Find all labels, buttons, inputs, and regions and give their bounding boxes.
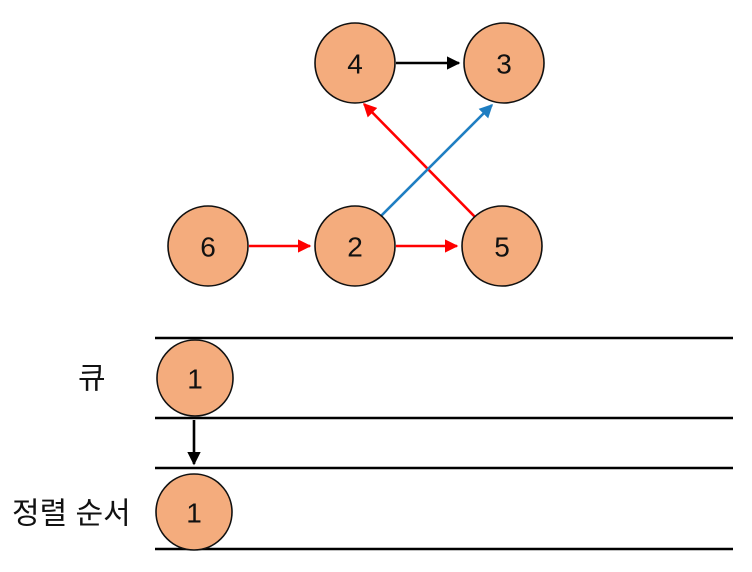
graph-node-4[interactable]: 4 <box>314 22 396 104</box>
graph-nodes: 4 3 6 2 5 <box>167 22 545 287</box>
graph-node-6-label: 6 <box>200 232 216 263</box>
edge-2-to-3 <box>380 104 493 217</box>
graph-node-4-circle[interactable] <box>314 22 396 104</box>
graph-node-3-circle[interactable] <box>463 22 545 104</box>
order-item-1[interactable]: 1 <box>155 473 233 551</box>
graph-node-5-label: 5 <box>494 232 510 263</box>
order-row-label: 정렬 순서 <box>12 498 131 531</box>
order-item-1-label: 1 <box>186 498 202 529</box>
graph-node-2-circle[interactable] <box>314 205 396 287</box>
edge-5-to-4 <box>363 103 477 219</box>
graph-node-5-circle[interactable] <box>461 205 543 287</box>
graph-node-2-label: 2 <box>347 232 363 263</box>
queue-lane: 큐 1 <box>78 336 733 420</box>
order-lane: 정렬 순서 1 <box>12 466 733 551</box>
graph-node-6[interactable]: 6 <box>167 205 249 287</box>
graph-node-3[interactable]: 3 <box>463 22 545 104</box>
queue-item-1[interactable]: 1 <box>156 339 234 417</box>
queue-row-label: 큐 <box>78 363 106 396</box>
queue-item-1-circle[interactable] <box>156 339 234 417</box>
order-item-1-circle[interactable] <box>155 473 233 551</box>
queue-item-1-label: 1 <box>187 364 203 395</box>
graph-node-6-circle[interactable] <box>167 205 249 287</box>
graph-edges <box>249 56 493 253</box>
graph-node-5[interactable]: 5 <box>461 205 543 287</box>
graph-node-4-label: 4 <box>347 49 363 80</box>
graph-node-2[interactable]: 2 <box>314 205 396 287</box>
graph-node-3-label: 3 <box>496 49 512 80</box>
